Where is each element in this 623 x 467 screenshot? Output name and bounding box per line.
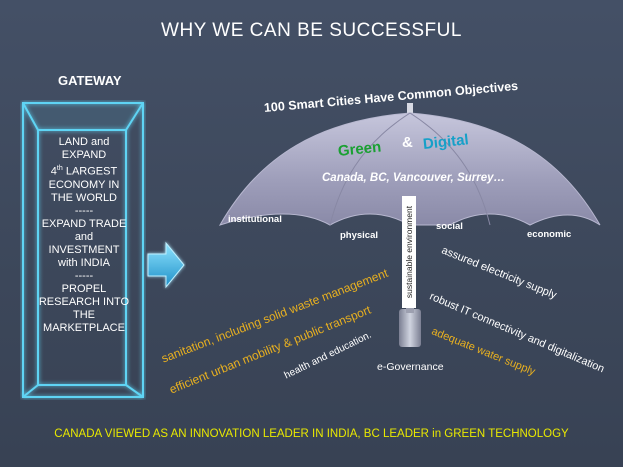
gateway-line-4: PROPEL RESEARCH INTO THE MARKETPLACE	[38, 282, 130, 334]
umbrella-graphic	[218, 103, 601, 347]
gateway-line-2-text: LARGEST ECONOMY IN THE WORLD	[48, 165, 120, 204]
gateway-separator-2: -----	[74, 269, 94, 282]
segment-social: social	[436, 221, 463, 232]
gateway-label: GATEWAY	[58, 73, 122, 88]
cities-label: Canada, BC, Vancouver, Surrey…	[322, 172, 506, 184]
gateway-frame	[22, 102, 144, 398]
gateway-ordinal-suffix: th	[56, 165, 63, 172]
gateway-line-2: 4th LARGEST ECONOMY IN THE WORLD	[38, 162, 130, 205]
segment-institutional: institutional	[228, 214, 282, 225]
gateway-separator-1: -----	[74, 204, 94, 217]
arrow-right-icon	[147, 241, 185, 289]
ampersand-label: &	[402, 134, 413, 151]
gateway-ordinal-num: 4	[50, 165, 57, 178]
umbrella-shaft: sustainable environment	[402, 196, 416, 308]
gateway-text: LAND and EXPAND 4th LARGEST ECONOMY IN T…	[38, 136, 130, 386]
footer-statement: CANADA VIEWED AS AN INNOVATION LEADER IN…	[54, 428, 569, 440]
gateway-line-1: LAND and EXPAND	[58, 136, 110, 161]
slide-title: WHY WE CAN BE SUCCESSFUL	[161, 20, 462, 41]
e-governance-label: e-Governance	[377, 361, 444, 373]
gateway-line-3: EXPAND TRADE and INVESTMENT with INDIA	[41, 217, 127, 269]
segment-physical: physical	[340, 230, 379, 241]
segment-economic: economic	[527, 229, 572, 240]
handle-text: sustainable environment	[404, 205, 414, 299]
